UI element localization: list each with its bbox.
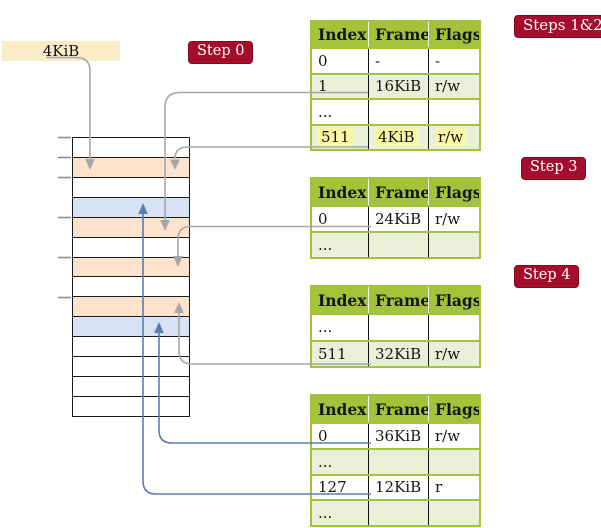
memory-row-white <box>73 176 189 197</box>
memory-row-peach <box>73 256 189 277</box>
memory-row-white <box>73 376 189 396</box>
column-header: Index <box>318 399 367 419</box>
memory-row-peach <box>73 216 189 237</box>
column-header: Flags <box>428 179 479 205</box>
table-cell: r/w <box>428 74 479 98</box>
table-cell: 0 <box>318 426 328 445</box>
table-cell <box>368 449 428 474</box>
table-cell: r/w <box>428 207 479 231</box>
table-cell: 12KiB <box>368 475 428 500</box>
column-header: Frame <box>368 287 428 313</box>
memory-row-peach <box>73 156 189 177</box>
column-header: Flags <box>428 396 479 422</box>
table-cell <box>368 501 428 526</box>
table-row: ... <box>312 447 479 474</box>
table-cell: 0 <box>318 51 328 70</box>
table-cell <box>428 501 479 526</box>
memory-stack <box>72 137 190 417</box>
table-cell <box>428 449 479 474</box>
memory-row-blue <box>73 316 189 337</box>
table-row: 0 -- <box>312 47 479 73</box>
table-cell: 127 <box>318 478 347 497</box>
table-cell: r/w <box>428 424 479 448</box>
memory-row-white <box>73 356 189 377</box>
table-cell: 4KiB <box>368 125 428 149</box>
badge-step-0: Step 0 <box>188 41 254 64</box>
table-cell: 32KiB <box>368 341 428 366</box>
column-header: Index <box>318 290 367 310</box>
table-row: ... <box>312 231 479 257</box>
table-cell: 511 <box>318 344 347 363</box>
memory-row-white <box>73 236 189 257</box>
column-header: Index <box>318 25 367 44</box>
frame-4kib-label: 4KiB <box>42 42 80 60</box>
table-row: ... <box>312 499 479 526</box>
column-header: Frame <box>368 179 428 205</box>
memory-row-white <box>73 276 189 297</box>
table-cell <box>368 233 428 257</box>
column-header: Frame <box>368 22 428 47</box>
table-cell <box>428 233 479 257</box>
memory-row-blue <box>73 196 189 217</box>
column-header: Frame <box>368 396 428 422</box>
table-cell <box>368 315 428 340</box>
table-cell: 24KiB <box>368 207 428 231</box>
table-row: ... <box>312 98 479 124</box>
column-header: Index <box>318 182 367 202</box>
table-cell: ... <box>318 504 333 523</box>
memory-row-white <box>73 395 189 416</box>
table-cell: 16KiB <box>368 74 428 98</box>
table-cell: 0 <box>318 210 328 228</box>
highlight-mark: r/w <box>435 128 467 147</box>
table-cell: r <box>428 475 479 500</box>
table-cell: r/w <box>428 341 479 366</box>
table-cell: 36KiB <box>368 424 428 448</box>
table-cell: ... <box>318 318 333 337</box>
table-cell: ... <box>318 236 333 254</box>
badge-step-3: Step 3 <box>521 157 587 180</box>
table-cell: ... <box>318 452 333 471</box>
tick-marks <box>58 136 71 299</box>
table-cell: 511 <box>312 126 368 150</box>
table-row: 511 4KiB r/w <box>312 123 479 150</box>
table-cell <box>428 315 479 340</box>
table-cell <box>368 100 428 124</box>
highlight-mark: 511 <box>318 128 353 147</box>
table-cell <box>428 100 479 124</box>
table-row: ... <box>312 313 479 340</box>
frame-4kib-box: 4KiB <box>2 41 120 61</box>
memory-row-peach <box>73 296 189 317</box>
memory-row-white <box>73 138 189 157</box>
table-cell: - <box>428 49 479 73</box>
column-header: Flags <box>428 287 479 313</box>
badge-step-4: Step 4 <box>514 265 580 288</box>
table-cell: r/w <box>428 125 479 149</box>
column-header: Flags <box>428 22 479 47</box>
table-cell: ... <box>318 102 333 121</box>
highlight-mark: 4KiB <box>375 128 418 147</box>
table-cell: 1 <box>318 77 328 96</box>
table-cell: - <box>368 49 428 73</box>
memory-row-white <box>73 336 189 357</box>
badge-steps-1-2: Steps 1&2 <box>514 15 601 38</box>
